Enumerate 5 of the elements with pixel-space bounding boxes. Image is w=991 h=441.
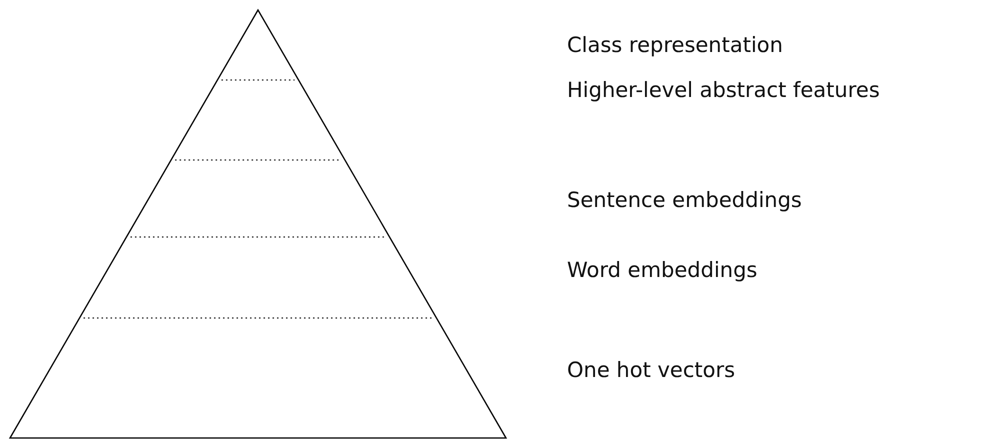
layer-label: Sentence embeddings <box>567 187 802 213</box>
layer-label: One hot vectors <box>567 357 736 383</box>
layer-label: Higher-level abstract features <box>567 77 880 103</box>
layer-label: Word embeddings <box>567 257 758 283</box>
layer-label: Class representation <box>567 32 783 58</box>
